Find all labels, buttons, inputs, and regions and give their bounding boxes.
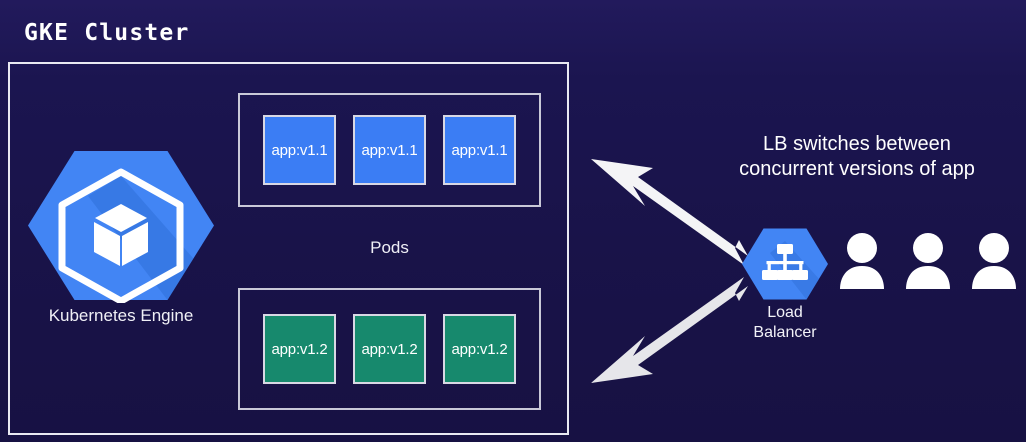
pod-label: app:v1.2	[451, 340, 508, 358]
user-icon	[906, 233, 950, 289]
pod-group-v11: app:v1.1 app:v1.1 app:v1.1	[238, 93, 541, 207]
pod-label: app:v1.1	[361, 141, 418, 159]
kubernetes-engine-hexagon	[28, 148, 214, 303]
pod-label: app:v1.1	[451, 141, 508, 159]
pod-v11-2: app:v1.1	[353, 115, 426, 185]
pod-v12-3: app:v1.2	[443, 314, 516, 384]
users-group	[838, 232, 1018, 292]
kubernetes-engine-node: Kubernetes Engine	[28, 148, 214, 338]
pod-v11-3: app:v1.1	[443, 115, 516, 185]
pod-label: app:v1.1	[271, 141, 328, 159]
pod-v11-1: app:v1.1	[263, 115, 336, 185]
lb-caption: LB switches between concurrent versions …	[696, 132, 1018, 182]
load-balancer-label: Load Balancer	[732, 303, 838, 343]
user-icon	[840, 233, 884, 289]
lb-caption-line2: concurrent versions of app	[739, 158, 975, 181]
kubernetes-engine-label: Kubernetes Engine	[48, 306, 194, 325]
kubernetes-engine-icon	[28, 151, 214, 303]
pod-v12-2: app:v1.2	[353, 314, 426, 384]
lb-caption-line1: LB switches between	[763, 133, 951, 155]
pod-label: app:v1.2	[271, 340, 328, 358]
load-balancer-hexagon	[742, 227, 828, 301]
load-balancer-node: Load Balancer	[742, 227, 828, 343]
pod-group-v12: app:v1.2 app:v1.2 app:v1.2	[238, 288, 541, 410]
pod-label: app:v1.2	[361, 340, 418, 358]
page-title: GKE Cluster	[24, 20, 190, 46]
load-balancer-label-line2: Balancer	[753, 324, 817, 341]
pods-label: Pods	[370, 238, 409, 257]
load-balancer-icon	[742, 228, 828, 300]
arrow-to-v12-pods	[591, 277, 748, 383]
pod-v12-1: app:v1.2	[263, 314, 336, 384]
load-balancer-label-line1: Load	[767, 304, 803, 321]
gke-cluster-boundary	[8, 62, 569, 435]
user-icon	[972, 233, 1016, 289]
